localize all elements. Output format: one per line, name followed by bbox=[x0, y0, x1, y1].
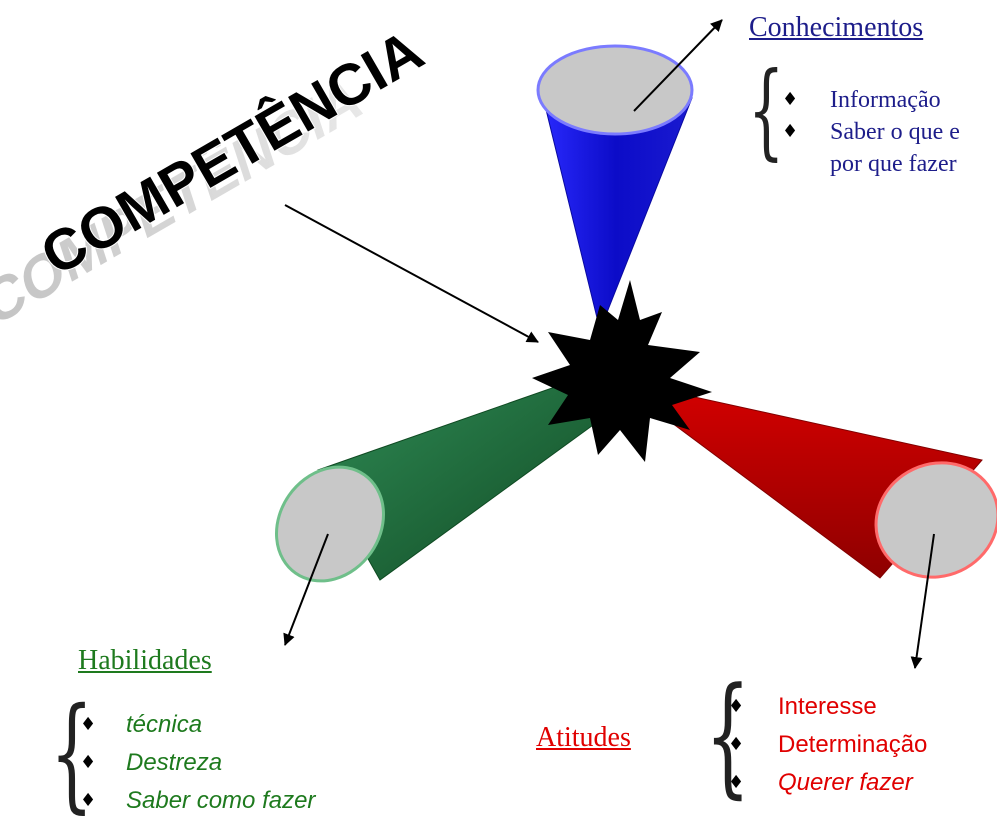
conhecimentos-item-1: Informação bbox=[830, 87, 941, 113]
diamond-bullet-icon: ♦ bbox=[80, 790, 97, 811]
competencia-title: COMPETÊNCIA COMPETÊNCIA bbox=[0, 17, 435, 340]
conhecimentos-cone bbox=[536, 44, 694, 332]
habilidades-item-1: técnica bbox=[126, 711, 203, 738]
conhecimentos-heading: Conhecimentos bbox=[749, 12, 924, 43]
habilidades-cone bbox=[275, 379, 601, 583]
habilidades-heading: Habilidades bbox=[78, 645, 212, 676]
conhecimentos-brace: { bbox=[748, 49, 785, 171]
list-item: ♦ Determinação bbox=[728, 726, 927, 764]
diamond-bullet-icon: ♦ bbox=[80, 752, 97, 773]
list-item: ♦ Destreza bbox=[80, 744, 315, 782]
atitudes-cone-face bbox=[874, 461, 997, 579]
conhecimentos-item-3: por que fazer bbox=[830, 151, 957, 177]
list-item: ♦ Interesse bbox=[728, 688, 927, 726]
list-item: ♦ Querer fazer bbox=[728, 764, 927, 802]
atitudes-cone bbox=[638, 384, 997, 579]
competencia-title-text: COMPETÊNCIA bbox=[30, 18, 434, 289]
atitudes-item-1: Interesse bbox=[778, 693, 877, 720]
diamond-bullet-icon: ♦ bbox=[728, 696, 745, 717]
list-item: ♦ Saber como fazer bbox=[80, 782, 315, 820]
diamond-bullet-icon: ♦ bbox=[80, 714, 97, 735]
atitudes-item-3: Querer fazer bbox=[778, 769, 913, 796]
arrow-to-habilidades bbox=[283, 533, 329, 646]
diamond-bullet-icon: ♦ bbox=[782, 121, 799, 142]
list-item: ♦ Saber o que e bbox=[782, 116, 960, 148]
habilidades-brace: { bbox=[50, 682, 94, 826]
diamond-bullet-icon: ♦ bbox=[728, 734, 745, 755]
atitudes-heading: Atitudes bbox=[536, 722, 631, 753]
arrow-to-star bbox=[284, 204, 539, 343]
atitudes-item-2: Determinação bbox=[778, 731, 928, 758]
list-item: ♦ técnica bbox=[80, 706, 315, 744]
arrow-to-atitudes bbox=[910, 533, 935, 669]
atitudes-brace: { bbox=[705, 659, 751, 811]
conhecimentos-item-2: Saber o que e bbox=[830, 119, 960, 145]
conhecimentos-list: ♦ Informação ♦ Saber o que e por que fazer bbox=[782, 84, 960, 180]
habilidades-list: ♦ técnica ♦ Destreza ♦ Saber como fazer bbox=[80, 706, 315, 820]
habilidades-item-2: Destreza bbox=[126, 749, 223, 776]
atitudes-list: ♦ Interesse ♦ Determinação ♦ Querer fazer bbox=[728, 688, 927, 802]
conhecimentos-cone-face bbox=[536, 44, 694, 136]
diamond-bullet-icon: ♦ bbox=[728, 772, 745, 793]
habilidades-cone-face bbox=[275, 465, 385, 583]
habilidades-item-3: Saber como fazer bbox=[126, 787, 316, 814]
diamond-bullet-icon: ♦ bbox=[782, 89, 799, 110]
arrow-to-conhecimentos bbox=[633, 19, 723, 112]
competencia-star bbox=[532, 280, 712, 462]
list-item: ♦ Informação bbox=[782, 84, 960, 116]
list-item: por que fazer bbox=[782, 148, 960, 180]
